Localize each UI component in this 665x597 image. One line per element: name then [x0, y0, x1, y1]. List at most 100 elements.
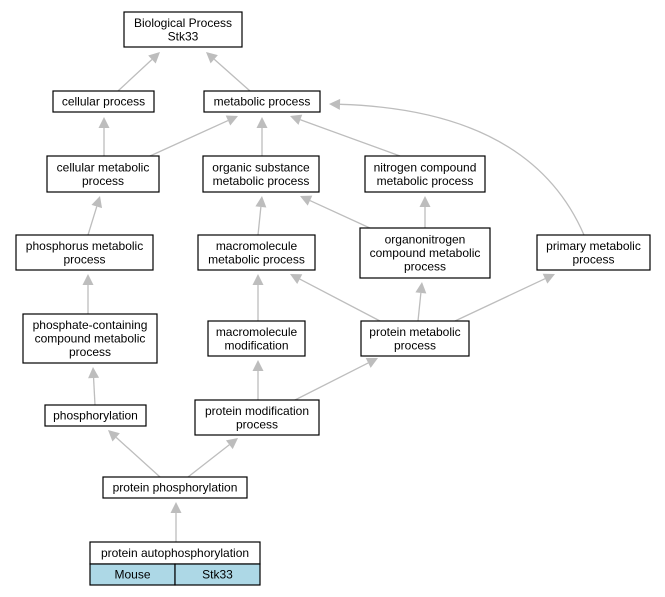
node-label-line: protein metabolic [369, 325, 460, 339]
edge-phosphate-to-phosphorus [82, 274, 94, 314]
arrowhead-icon [225, 438, 238, 450]
edge-primary-to-metabolic [329, 98, 585, 236]
node-label-line: macromolecule [216, 325, 298, 339]
node-box [536, 234, 651, 271]
edge-cellular-to-bp [117, 52, 160, 92]
node-label-line: Stk33 [168, 29, 199, 43]
edge-line [309, 199, 373, 230]
go-term-node-metabolic[interactable]: metabolic process [203, 90, 321, 113]
arrowhead-icon [82, 274, 94, 285]
edge-cell_metab-to-cellular [98, 117, 110, 156]
go-term-node-cellular[interactable]: cellular process [52, 90, 155, 113]
edge-line [92, 377, 96, 406]
node-label-line: protein autophosphorylation [101, 546, 249, 560]
node-label-line: process [236, 417, 278, 431]
arrowhead-icon [290, 274, 303, 284]
node-label-line: Biological Process [134, 16, 232, 30]
arrowhead-icon [148, 52, 160, 64]
edge-line [187, 444, 230, 478]
edge-line [454, 278, 546, 322]
node-box [123, 11, 243, 48]
node-box [359, 227, 491, 279]
arrowhead-icon [206, 52, 218, 64]
node-label-line: process [63, 252, 105, 266]
edge-prot_metab-to-organonitrogen [415, 282, 427, 322]
edge-nitrogen-to-metabolic [290, 114, 401, 157]
node-label-line: macromolecule [216, 239, 298, 253]
node-label-line: cellular metabolic [57, 160, 150, 174]
node-label-line: protein modification [205, 404, 309, 418]
edge-line [299, 278, 381, 322]
edge-prot_mod-to-prot_metab [294, 358, 378, 401]
tag-stk33: Stk33 [174, 563, 261, 586]
node-label-line: organic substance [212, 160, 310, 174]
edge-layer [82, 52, 585, 542]
node-label-line: process [69, 345, 111, 359]
arrowhead-icon [329, 98, 341, 110]
edge-line [149, 119, 229, 157]
edge-organonitrogen-to-org_sub [300, 195, 373, 230]
node-label-line: process [572, 252, 614, 266]
node-label-line: process [394, 338, 436, 352]
edge-line [117, 59, 153, 92]
edge-line [87, 206, 98, 236]
arrowhead-icon [300, 195, 313, 206]
tag-box [174, 563, 261, 586]
tag-mouse: Mouse [89, 563, 176, 586]
edge-line [294, 362, 369, 401]
go-term-node-phosphorylation[interactable]: phosphorylation [44, 404, 147, 427]
edge-macro_mod-to-macro_metab [252, 274, 264, 321]
edge-line [300, 119, 401, 157]
node-box [194, 399, 320, 436]
node-label-line: primary metabolic [546, 239, 641, 253]
arrowhead-icon [98, 117, 110, 128]
edge-line [257, 206, 262, 236]
node-label-line: metabolic process [213, 174, 310, 188]
edge-prot_metab-to-macro_metab [290, 274, 381, 322]
node-box [364, 155, 486, 193]
edge-line [115, 436, 161, 478]
edge-line [339, 103, 585, 236]
arrowhead-icon [108, 430, 120, 442]
node-box [52, 90, 155, 113]
arrowhead-icon [255, 196, 267, 208]
arrowhead-icon [290, 114, 303, 125]
edge-line [417, 292, 422, 322]
arrowhead-icon [91, 196, 103, 209]
edge-prot_phos-to-phosphorylation [108, 430, 161, 478]
edge-organonitrogen-to-nitrogen [419, 196, 431, 228]
arrowhead-icon [415, 282, 427, 294]
edge-phosphorus-to-cell_metab [87, 196, 103, 236]
arrowhead-icon [365, 358, 378, 368]
arrowhead-icon [252, 360, 264, 371]
arrowhead-icon [170, 502, 182, 513]
edge-phosphorylation-to-phosphate [88, 367, 100, 406]
node-label-line: organonitrogen [385, 233, 466, 247]
node-label-line: compound metabolic [35, 332, 146, 346]
node-box [207, 320, 306, 357]
node-label-line: phosphorylation [53, 409, 138, 423]
node-box [197, 234, 316, 271]
go-term-node-prot-phos[interactable]: protein phosphorylation [102, 476, 248, 499]
edge-prot_metab-to-primary [454, 273, 555, 322]
edge-autophos-to-prot_phos [170, 502, 182, 542]
arrowhead-icon [88, 367, 100, 379]
node-box [203, 90, 321, 113]
node-label-line: nitrogen compound [374, 160, 477, 174]
node-label-line: modification [224, 338, 288, 352]
edge-prot_phos-to-prot_mod [187, 438, 238, 478]
